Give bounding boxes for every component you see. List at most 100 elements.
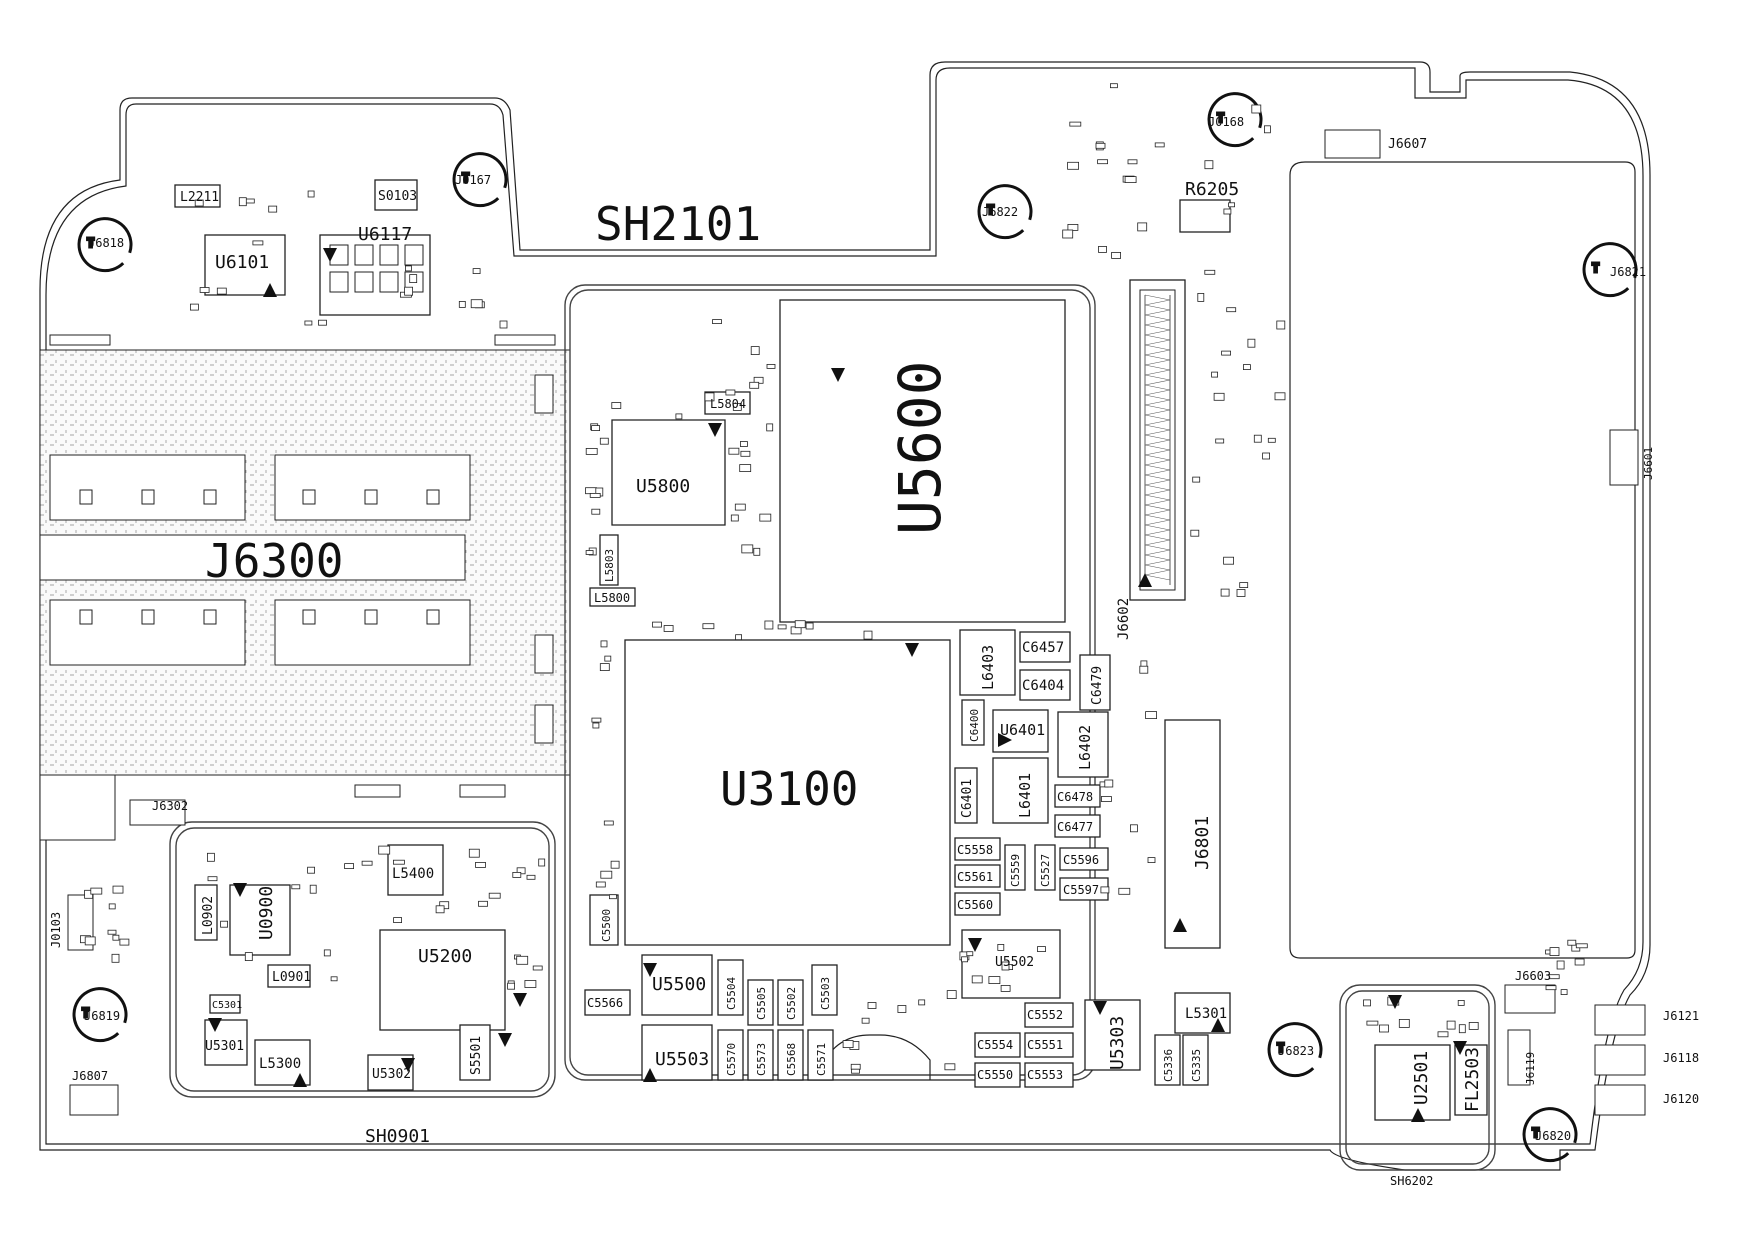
c5335-cap (1182, 1034, 1209, 1086)
smd-pad (1127, 159, 1138, 165)
smd-pad (1118, 887, 1131, 895)
smd-pad (609, 894, 617, 900)
label-c5502: C5502 (785, 987, 798, 1020)
smd-pad (600, 640, 608, 648)
smd-pad (591, 425, 600, 432)
c5550-cap (974, 1062, 1021, 1088)
smd-pad (604, 655, 612, 662)
r6205-resistor (1179, 199, 1231, 233)
label-c5559: C5559 (1009, 854, 1022, 887)
smd-pad (585, 447, 598, 455)
inner-cutout (1289, 161, 1636, 959)
small-passives (80, 83, 1588, 1074)
c5571-cap (807, 1029, 834, 1081)
pin1-marker (831, 368, 845, 382)
label-c5597: C5597 (1063, 883, 1099, 897)
label-u5503: U5503 (655, 1049, 709, 1070)
smd-pad (378, 845, 391, 855)
mounting-hole (1582, 242, 1638, 298)
j6801-connector (1164, 719, 1221, 949)
smd-pad (1398, 1019, 1410, 1028)
smd-pad (512, 872, 522, 878)
label-l6402: L6402 (1076, 725, 1094, 770)
label-j6120: J6120 (1663, 1092, 1699, 1106)
smd-pad (1037, 946, 1046, 952)
smd-pad (404, 286, 414, 296)
l6401-inductor (992, 757, 1049, 824)
label-u6401: U6401 (1000, 721, 1045, 739)
label-l5800: L5800 (594, 591, 630, 605)
pin1-marker (1173, 918, 1187, 932)
smd-pad (759, 513, 772, 522)
label-j6822: J6822 (982, 205, 1018, 219)
c5554-cap (974, 1032, 1021, 1058)
smd-pad (1062, 229, 1074, 239)
u2501-ic (1374, 1044, 1451, 1121)
smd-pad (526, 874, 536, 880)
smd-pad (1220, 588, 1230, 597)
smd-pad (663, 625, 674, 632)
smd-pad (740, 450, 751, 457)
mounting-hole (1522, 1107, 1578, 1163)
smd-pad (468, 848, 480, 858)
smd-pad (1067, 223, 1079, 231)
smd-pad (749, 381, 760, 389)
j6601-connector (1609, 429, 1639, 486)
c5558-cap (954, 837, 1001, 861)
pin1-marker (208, 1018, 222, 1032)
c5502-cap (777, 979, 804, 1026)
smd-pad (304, 320, 313, 326)
c5551-cap (1024, 1032, 1074, 1058)
hole-tag: T (987, 203, 994, 217)
hole-tag: T (1277, 1041, 1284, 1055)
label-j6818: J6818 (88, 236, 124, 250)
smd-pad (1274, 392, 1286, 401)
label-j6820: J6820 (1535, 1129, 1571, 1143)
smd-pad (206, 852, 215, 862)
smd-pad (1574, 958, 1585, 966)
label-r6205: R6205 (1185, 179, 1239, 200)
c5527-cap (1034, 844, 1056, 891)
l0901-inductor (267, 964, 311, 988)
smd-pad (675, 413, 683, 420)
pin1-marker (513, 993, 527, 1007)
l6402-inductor (1057, 711, 1109, 778)
smd-pad (107, 929, 117, 935)
smd-pad (119, 938, 130, 946)
label-j0167: J0167 (455, 173, 491, 187)
label-u3100: U3100 (720, 762, 858, 816)
j6607-connector (1324, 129, 1381, 159)
label-j6801: J6801 (1192, 816, 1213, 870)
smd-pad (1137, 222, 1148, 232)
smd-pad (189, 303, 199, 311)
label-sh0901: SH0901 (365, 1126, 430, 1147)
smd-pad (524, 980, 537, 988)
smd-pad (472, 268, 481, 275)
smd-pad (470, 299, 483, 309)
label-c5505: C5505 (755, 987, 768, 1020)
smd-pad (1124, 176, 1137, 184)
label-l2211: L2211 (180, 190, 219, 205)
smd-pad (1468, 1022, 1479, 1030)
smd-pad (475, 862, 486, 868)
c6457-cap (1019, 631, 1071, 663)
label-c5527: C5527 (1039, 854, 1052, 887)
smd-pad (794, 620, 806, 629)
label-fl2503: FL2503 (1462, 1047, 1483, 1112)
smd-pad (1226, 307, 1237, 313)
label-j0103: J0103 (49, 912, 63, 948)
c6478-cap (1054, 784, 1101, 808)
label-c5561: C5561 (957, 870, 993, 884)
c5503-cap (811, 964, 838, 1016)
smd-pad (592, 722, 600, 729)
c5573-cap (747, 1029, 774, 1081)
smd-pad (730, 514, 739, 522)
label-u5500: U5500 (652, 974, 706, 995)
smd-pad (1458, 1024, 1466, 1034)
smd-pad (1215, 438, 1225, 444)
u3100-ic (624, 639, 951, 946)
label-s5501: S5501 (469, 1036, 484, 1075)
label-j6300: J6300 (205, 534, 343, 588)
smd-pad (599, 437, 609, 445)
u6401-ic (992, 709, 1049, 753)
